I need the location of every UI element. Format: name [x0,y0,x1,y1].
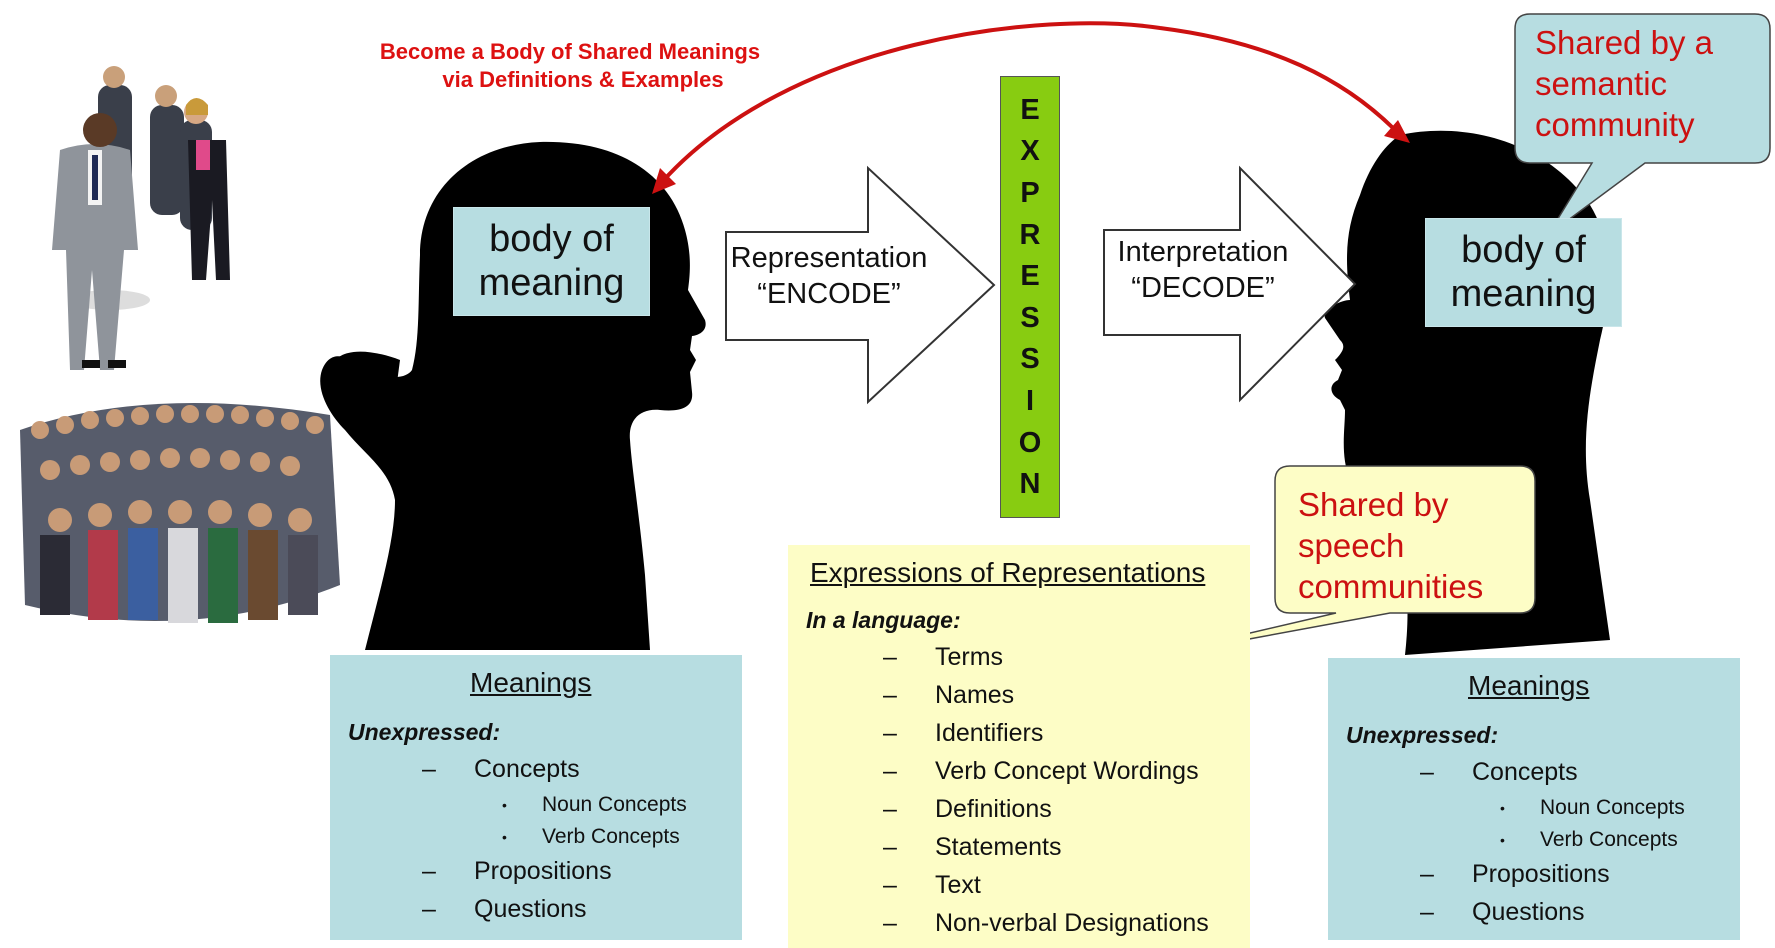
callout-speech-line1: Shared by [1298,486,1449,523]
left-meanings-subtitle: Unexpressed: [348,719,501,745]
shared-meanings-label-line1: Become a Body of Shared Meanings [379,39,761,64]
encode-arrow-line2: “ENCODE” [757,278,901,310]
shared-meanings-label-line2: via Definitions & Examples [442,67,724,92]
right-body-of-meaning-box: body of meaning [1425,218,1622,327]
curved-arrow-left-head [652,168,676,194]
expression-letter: N [1019,468,1041,501]
decode-arrow-line2: “DECODE” [1131,272,1275,304]
curved-arrow-right-head [1384,120,1410,143]
shared-meanings-curved-arrow [660,21,1402,184]
callout-semantic-line1: Shared by a [1535,24,1713,61]
decode-arrow-label: Interpretation “DECODE” [1098,234,1308,306]
callout-semantic-text: Shared by a semantic community [1535,22,1713,145]
right-meanings-panel: Meanings Unexpressed: – Concepts • Noun … [1328,658,1740,940]
expression-letter: S [1020,343,1040,376]
left-body-of-meaning-line1: body of [489,218,614,260]
callout-semantic-bubble [1514,13,1771,236]
right-meanings-title: Meanings [1468,670,1590,701]
expression-letter: I [1025,384,1035,417]
callout-semantic-line3: community [1535,106,1695,143]
expression-letter: P [1020,176,1040,209]
callout-speech-line3: communities [1298,568,1484,605]
expression-letter: E [1020,260,1040,293]
decode-arrow-shape [1103,165,1357,403]
expression-bar: E X P R E S S I O N [1000,76,1060,518]
expression-letter: E [1020,93,1040,126]
expression-letter: S [1020,301,1040,334]
crowd-image [20,403,340,623]
expression-letter: X [1020,135,1040,168]
shared-meanings-label: Become a Body of Shared Meanings via Def… [340,38,800,94]
expressions-subtitle: In a language: [806,607,961,633]
left-meanings-title: Meanings [470,667,592,698]
left-body-of-meaning-box: body of meaning [453,207,650,316]
business-people-group-image [52,66,230,370]
right-meanings-subtitle: Unexpressed: [1346,722,1499,748]
expression-letter: O [1018,426,1042,459]
right-body-of-meaning-line1: body of [1461,229,1586,271]
expressions-panel: Expressions of Representations In a lang… [788,545,1250,948]
encode-arrow-shape [725,165,996,405]
callout-speech-text: Shared by speech communities [1298,484,1483,607]
left-body-of-meaning-line2: meaning [478,262,625,304]
callout-speech-bubble [1129,465,1536,662]
expressions-title: Expressions of Representations [810,557,1206,588]
left-head-bandana [330,351,400,399]
encode-arrow-line1: Representation [730,242,928,274]
decode-arrow-line1: Interpretation [1117,236,1289,268]
expression-letter: R [1019,218,1041,251]
encode-arrow-label: Representation “ENCODE” [724,240,934,312]
left-meanings-panel: Meanings Unexpressed: – Concepts • Noun … [330,655,742,940]
callout-speech-line2: speech [1298,527,1405,564]
callout-semantic-line2: semantic [1535,65,1668,102]
right-body-of-meaning-line2: meaning [1450,273,1597,315]
